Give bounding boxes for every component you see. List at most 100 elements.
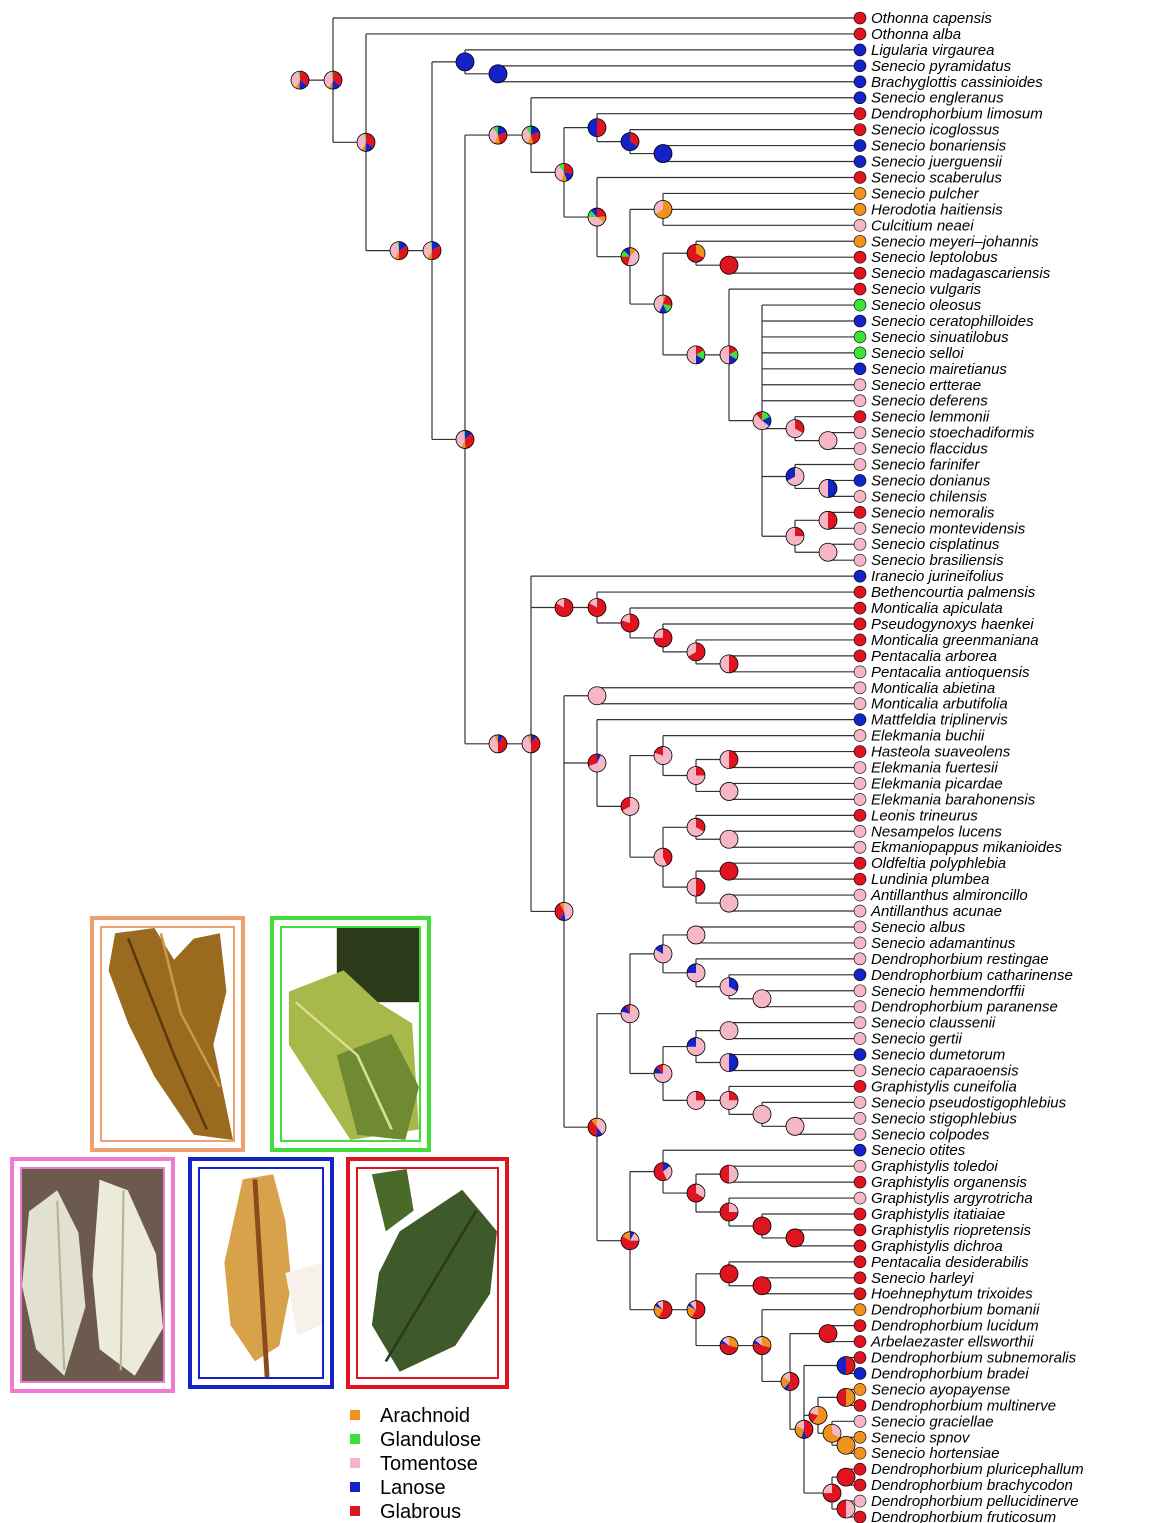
tip-label: Lundinia plumbea	[871, 871, 989, 888]
tip: Senecio scaberulus	[854, 169, 1002, 186]
tip-state-dot	[854, 379, 866, 391]
tip-label: Hoehnephytum trixoides	[871, 1286, 1033, 1303]
tip-state-dot	[854, 92, 866, 104]
node-pie-19	[654, 295, 672, 313]
tip-state-dot	[854, 1256, 866, 1268]
node-pie-32	[720, 751, 738, 769]
tip-label: Monticalia abietina	[871, 680, 995, 697]
node-pie-73	[837, 1500, 855, 1518]
node-pie-43	[588, 754, 606, 772]
node-pie-16	[753, 412, 771, 430]
node-pie-84	[522, 735, 540, 753]
node-pie-14	[819, 543, 837, 561]
tip-label: Dendrophorbium bradei	[871, 1365, 1029, 1382]
tip-state-dot	[854, 427, 866, 439]
tip-state-dot	[854, 315, 866, 327]
tip-label: Senecio nemoralis	[871, 504, 995, 521]
tip: Senecio adamantinus	[854, 935, 1016, 952]
node-pie-37	[687, 818, 705, 836]
tip-label: Dendrophorbium pluricephallum	[871, 1461, 1084, 1478]
tip: Monticalia greenmaniana	[854, 632, 1039, 649]
tip-label: Graphistylis argyrotricha	[871, 1190, 1033, 1207]
node-pie-58	[720, 1165, 738, 1183]
tip-state-dot	[854, 1128, 866, 1140]
node-pie-6	[654, 200, 672, 218]
tip: Dendrophorbium pluricephallum	[854, 1461, 1084, 1478]
lanose-leaf-photo	[188, 1157, 334, 1389]
legend: ArachnoidGlanduloseTomentoseLanoseGlabro…	[350, 1405, 481, 1523]
tip-label: Senecio colpodes	[871, 1126, 990, 1143]
tip-state-dot	[854, 522, 866, 534]
tip-label: Graphistylis organensis	[871, 1174, 1027, 1191]
node-pie-8	[687, 244, 705, 262]
tip-label: Senecio ayopayense	[871, 1381, 1010, 1398]
node-pie-38	[720, 862, 738, 880]
tip: Dendrophorbium bomanii	[854, 1302, 1040, 1319]
tip-state-dot	[854, 953, 866, 965]
tip-label: Senecio pseudostigophlebius	[871, 1094, 1067, 1111]
tip-state-dot	[854, 363, 866, 375]
node-pie-67	[837, 1357, 855, 1375]
tip-state-dot	[854, 937, 866, 949]
tip-state-dot	[854, 1447, 866, 1459]
tip-label: Monticalia arbutifolia	[871, 696, 1008, 713]
tip-state-dot	[854, 44, 866, 56]
tip: Elekmania barahonensis	[854, 791, 1036, 808]
tip-state-dot	[854, 1192, 866, 1204]
tip-label: Senecio farinifer	[871, 457, 980, 474]
tip-label: Senecio bonariensis	[871, 138, 1007, 155]
tip-label: Dendrophorbium fruticosum	[871, 1509, 1056, 1523]
tip-label: Othonna capensis	[871, 10, 992, 27]
node-pie-29	[588, 599, 606, 617]
tip-state-dot	[854, 905, 866, 917]
tip: Dendrophorbium pellucidinerve	[854, 1493, 1079, 1510]
tip: Senecio deferens	[854, 393, 988, 410]
tip-state-dot	[854, 1463, 866, 1475]
tip-label: Senecio adamantinus	[871, 935, 1016, 952]
node-pie-83	[555, 902, 573, 920]
tip-label: Iranecio jurineifolius	[871, 568, 1004, 585]
tip-state-dot	[854, 1112, 866, 1124]
tip-label: Monticalia apiculata	[871, 600, 1003, 617]
tip-state-dot	[854, 1511, 866, 1523]
tip: Ligularia virgaurea	[854, 42, 994, 59]
node-pie-5	[588, 119, 606, 137]
tip: Othonna capensis	[854, 10, 992, 27]
node-pie-26	[687, 643, 705, 661]
tip-state-dot	[854, 857, 866, 869]
tip-label: Mattfeldia triplinervis	[871, 712, 1008, 729]
node-pie-9	[819, 432, 837, 450]
tip: Dendrophorbium fruticosum	[854, 1509, 1056, 1523]
node-pie-36	[720, 830, 738, 848]
tip-state-dot	[854, 459, 866, 471]
node-pie-86	[456, 430, 474, 448]
node-pie-91	[291, 71, 309, 89]
tip: Monticalia arbutifolia	[854, 696, 1008, 713]
tip: Senecio mairetianus	[854, 361, 1007, 378]
node-pie-4	[621, 133, 639, 151]
node-pie-10	[786, 420, 804, 438]
node-pie-59	[786, 1229, 804, 1247]
node-pie-24	[489, 126, 507, 144]
tip: Dendrophorbium multinerve	[854, 1397, 1056, 1414]
tip-state-dot	[854, 985, 866, 997]
tip: Senecio engleranus	[854, 90, 1004, 107]
tip: Senecio meyeri–johannis	[854, 233, 1039, 250]
tip: Elekmania picardae	[854, 775, 1003, 792]
tip-state-dot	[854, 1399, 866, 1411]
tip: Dendrophorbium brachycodon	[854, 1477, 1073, 1494]
node-pie-17	[720, 346, 738, 364]
tip-label: Ekmaniopappus mikanioides	[871, 839, 1062, 856]
tip-label: Pentacalia arborea	[871, 648, 997, 665]
node-pie-55	[687, 1091, 705, 1109]
tip: Pentacalia arborea	[854, 648, 997, 665]
tip: Senecio donianus	[854, 472, 991, 489]
tip-state-dot	[854, 1431, 866, 1443]
tip: Hoehnephytum trixoides	[854, 1286, 1033, 1303]
tip-label: Arbelaezaster ellsworthii	[870, 1334, 1034, 1351]
tip-label: Senecio otites	[871, 1142, 966, 1159]
tip-label: Senecio engleranus	[871, 90, 1004, 107]
tip: Nesampelos lucens	[854, 823, 1002, 840]
legend-swatch	[350, 1434, 360, 1444]
tip-label: Graphistylis cuneifolia	[871, 1078, 1017, 1095]
